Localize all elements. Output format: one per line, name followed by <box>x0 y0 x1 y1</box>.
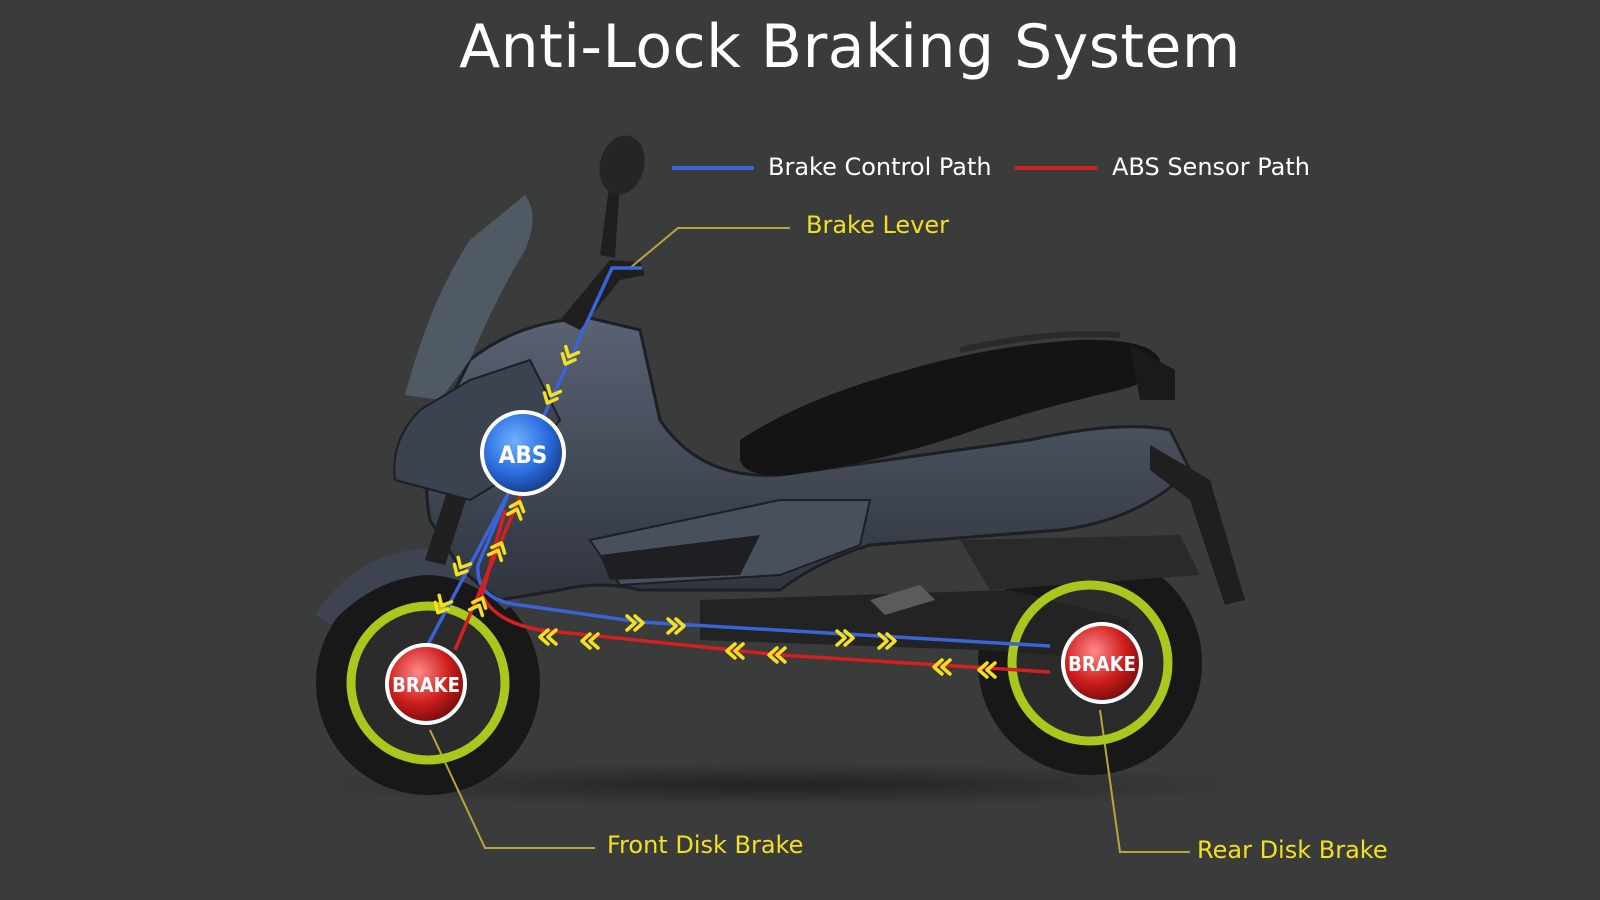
front-brake-leader <box>429 729 595 849</box>
ground-shadow <box>300 763 1260 807</box>
brake-lever-leader <box>629 227 790 269</box>
brake-control-path-rear <box>476 489 1051 648</box>
front-disk-brake-label: Front Disk Brake <box>607 831 804 859</box>
front-brake-node: BRAKE <box>385 643 467 725</box>
rear-disk-brake-label: Rear Disk Brake <box>1197 836 1388 864</box>
rear-brake-leader <box>1099 709 1190 853</box>
rear-wheel-ring <box>1007 580 1173 746</box>
brake-lever-label: Brake Lever <box>806 211 950 239</box>
page-title: Anti-Lock Braking System <box>459 12 1241 82</box>
rear-brake-node-label: BRAKE <box>1068 652 1136 676</box>
front-wheel-ring <box>346 601 510 765</box>
rear-brake-node: BRAKE <box>1061 622 1143 704</box>
front-brake-node-label: BRAKE <box>392 673 460 697</box>
abs-node: ABS <box>480 410 566 496</box>
brake-control-path-upper <box>526 266 642 451</box>
legend-brake-control-label: Brake Control Path <box>768 153 992 181</box>
abs-node-label: ABS <box>499 441 548 469</box>
legend-abs-sensor-label: ABS Sensor Path <box>1112 153 1310 181</box>
flow-arrows <box>433 344 997 679</box>
